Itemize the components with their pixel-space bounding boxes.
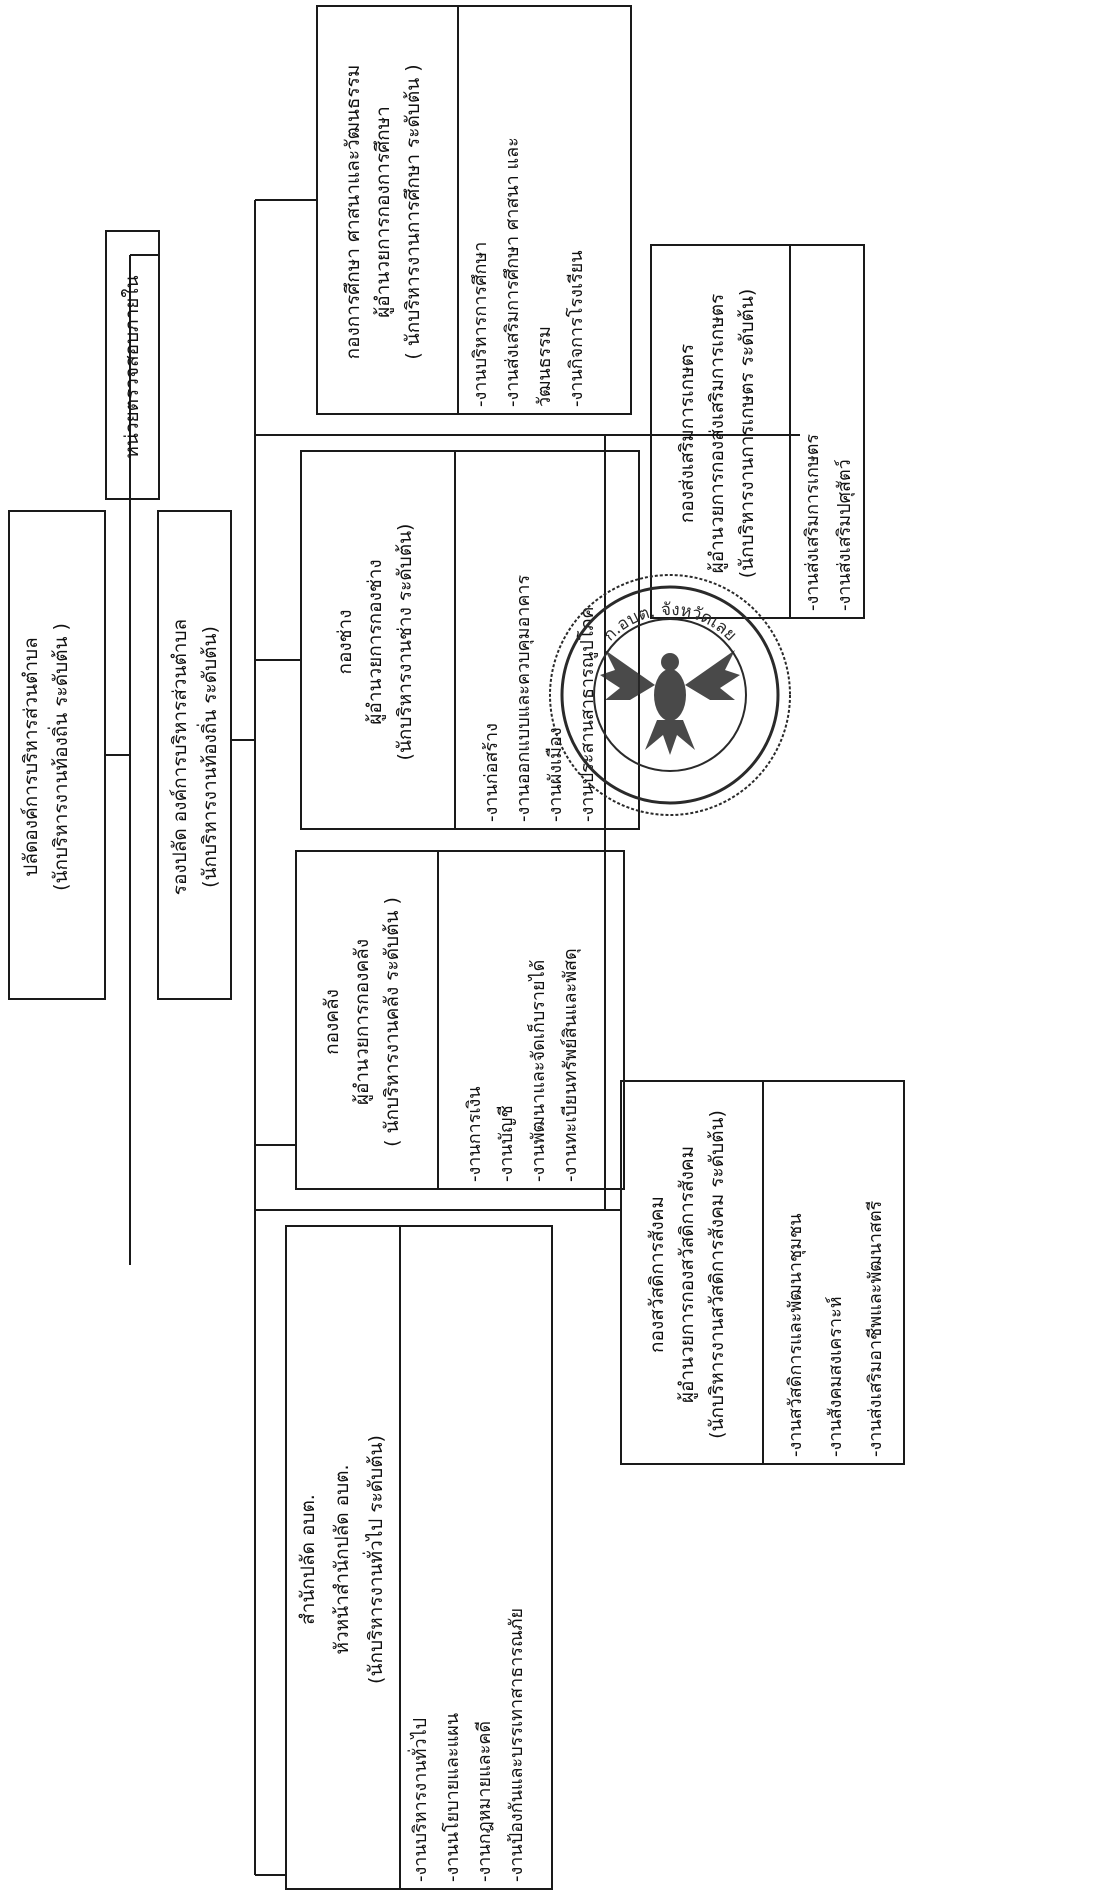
- deputy-chief-title: รองปลัด องค์การบริหารส่วนตำบล: [169, 618, 191, 896]
- welfare-division-title: กองสวัสดิการสังคม: [646, 1196, 668, 1353]
- deputy-chief-position: (นักบริหารงานท้องถิ่น ระดับต้น): [199, 626, 221, 888]
- welfare-task: -งานสวัสดิการและพัฒนาชุมชน: [785, 1213, 806, 1457]
- deputy-chief-box: รองปลัด องค์การบริหารส่วนตำบล (นักบริหาร…: [157, 510, 232, 1000]
- agriculture-division-box: กองส่งเสริมการเกษตร ผู้อำนวยการกองส่งเสร…: [650, 244, 865, 619]
- office-division-box: สำนักปลัด อบต. หัวหน้าสำนักปลัด อบต. (นั…: [285, 1225, 553, 1890]
- office-division-position: (นักบริหารงานทั่วไป ระดับต้น): [365, 1435, 387, 1684]
- finance-task: -งานการเงิน: [464, 1086, 485, 1182]
- finance-division-position: ( นักบริหารงานคลัง ระดับต้น ): [381, 897, 403, 1147]
- agriculture-division-position: (นักบริหารงานการเกษตร ระดับต้น): [736, 288, 758, 579]
- engineering-task: -งานออกแบบและควบคุมอาคาร: [513, 574, 534, 822]
- engineering-division-box: กองช่าง ผู้อำนวยการกองช่าง (นักบริหารงาน…: [300, 450, 640, 830]
- chief-administrator-position: (นักบริหารงานท้องถิ่น ระดับต้น ): [50, 623, 72, 891]
- office-task: -งานกฎหมายและคดี: [474, 1720, 495, 1882]
- welfare-division-box: กองสวัสดิการสังคม ผู้อำนวยการกองสวัสดิกา…: [620, 1080, 905, 1465]
- welfare-division-head: ผู้อำนวยการกองสวัสดิการสังคม: [676, 1145, 698, 1404]
- finance-division-box: กองคลัง ผู้อำนวยการกองคลัง ( นักบริหารงา…: [295, 850, 625, 1190]
- education-task: วัฒนธรรม: [534, 326, 555, 407]
- office-division-head: หัวหน้าสำนักปลัด อบต.: [331, 1464, 353, 1655]
- office-task: -งานบริหารงานทั่วไป: [410, 1717, 431, 1882]
- welfare-task: -งานส่งเสริมอาชีพและพัฒนาสตรี: [865, 1200, 886, 1457]
- education-division-head: ผู้อำนวยการกองการศึกษา: [372, 106, 394, 318]
- official-seal: ก.อบต. จังหวัดเลย: [549, 574, 791, 816]
- education-task: -งานกิจการโรงเรียน: [566, 250, 587, 407]
- engineering-task: -งานก่อสร้าง: [481, 723, 502, 822]
- education-task: -งานส่งเสริมการศึกษา ศาสนา และ: [502, 137, 523, 407]
- engineering-division-head: ผู้อำนวยการกองช่าง: [364, 559, 386, 725]
- garuda-emblem: [600, 650, 740, 755]
- finance-task: -งานทะเบียนทรัพย์สินและพัสดุ: [560, 948, 581, 1182]
- internal-audit-box: หน่วยตรวจสอบภายใน: [105, 230, 160, 500]
- office-task: -งานป้องกันและบรรเทาสาธารณภัย: [506, 1607, 527, 1882]
- agriculture-division-head: ผู้อำนวยการกองส่งเสริมการเกษตร: [706, 293, 728, 574]
- finance-division-head: ผู้อำนวยการกองคลัง: [351, 938, 373, 1106]
- office-task: -งานนโยบายและแผน: [442, 1712, 463, 1882]
- engineering-division-title: กองช่าง: [334, 609, 356, 675]
- office-division-title: สำนักปลัด อบต.: [297, 1494, 319, 1625]
- chief-administrator-title: ปลัดองค์การบริหารส่วนตำบล: [20, 637, 42, 877]
- education-division-position: ( นักบริหารงานการศึกษา ระดับต้น ): [402, 64, 424, 360]
- agriculture-division-title: กองส่งเสริมการเกษตร: [676, 343, 698, 524]
- education-task: -งานบริหารการศึกษา: [470, 241, 491, 407]
- finance-task: -งานบัญชี: [496, 1105, 517, 1182]
- chief-administrator-box: ปลัดองค์การบริหารส่วนตำบล (นักบริหารงานท…: [8, 510, 106, 1000]
- internal-audit-title: หน่วยตรวจสอบภายใน: [121, 275, 143, 459]
- education-division-title: กองการศึกษา ศาสนาและวัฒนธรรม: [342, 64, 364, 360]
- finance-division-title: กองคลัง: [321, 989, 343, 1055]
- welfare-division-position: (นักบริหารงานสวัสดิการสังคม ระดับต้น): [706, 1110, 728, 1439]
- education-division-box: กองการศึกษา ศาสนาและวัฒนธรรม ผู้อำนวยการ…: [316, 5, 632, 415]
- welfare-task: -งานสังคมสงเคราะห์: [825, 1296, 846, 1457]
- agriculture-task: -งานส่งเสริมปศุสัตว์: [834, 459, 855, 611]
- finance-task: -งานพัฒนาและจัดเก็บรายได้: [528, 959, 549, 1182]
- engineering-division-position: (นักบริหารงานช่าง ระดับต้น): [394, 523, 416, 761]
- agriculture-task: -งานส่งเสริมการเกษตร: [802, 433, 823, 611]
